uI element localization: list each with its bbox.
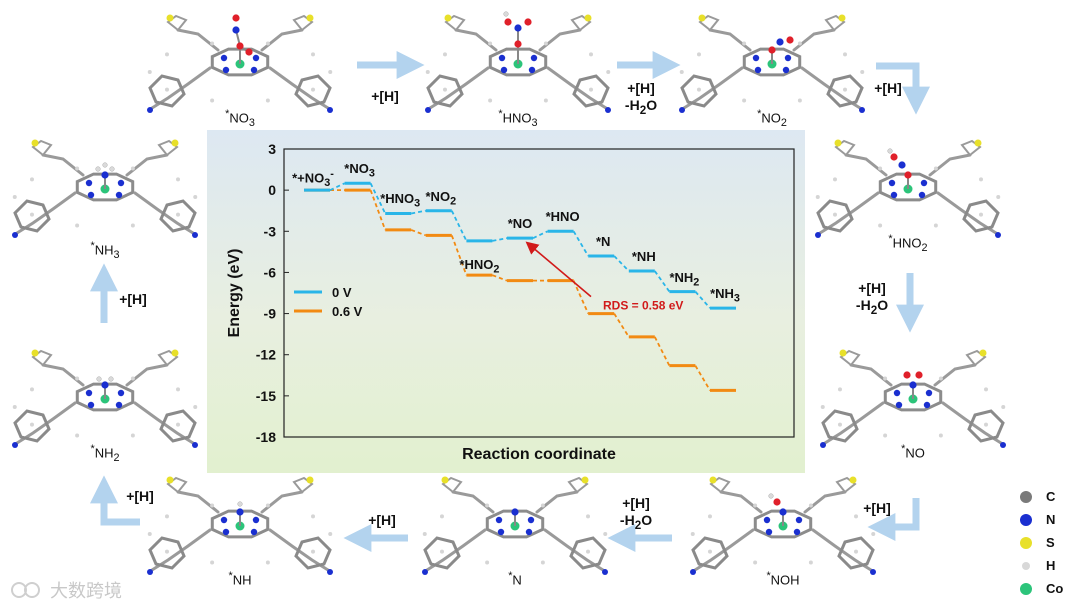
state-label: *NO2 [426,189,457,208]
state-label: *HNO3 [380,191,420,210]
label-hno3: *HNO3 [498,108,538,129]
atom-legend-item: N [1020,512,1055,527]
series-0-6v-connector [369,189,387,231]
atom-legend-label: S [1046,535,1055,550]
chart-legend: 0 V 0.6 V [294,285,363,319]
series-0-6v-connector [613,313,630,338]
step-label-9: +[H] [119,291,147,307]
watermark: 大数跨境 [10,577,122,603]
y-tick-label: -18 [256,429,276,445]
label-n: *N [508,570,522,588]
series-0-6v-connector [492,274,508,282]
atom-co-icon [1020,582,1032,595]
y-tick-label: -12 [256,347,276,363]
series-0-6v-connector [694,365,711,391]
y-tick-label: 3 [268,141,276,157]
step-label-3: +[H] [874,80,902,96]
atom-legend-item: Co [1020,581,1063,596]
series-0v-connector [613,255,630,272]
series-0-6v-connector [450,235,468,276]
arrow-no-noh [867,498,920,541]
molecule-no [820,349,1006,448]
arrow-no2-hno2 [876,62,930,115]
label-nh2: *NH2 [90,443,120,464]
watermark-text: 大数跨境 [50,581,122,601]
atom-h-icon [1022,561,1030,570]
label-nh: *NH [228,570,252,588]
rds-annotation: RDS = 0.58 eV [603,299,683,313]
y-tick-label: -3 [264,223,277,239]
state-label: *NH [632,249,656,264]
molecule-no3 [147,14,333,113]
atom-legend-label: H [1046,558,1056,573]
atom-legend-item: S [1020,535,1055,550]
atom-legend-label: Co [1046,581,1064,596]
series-0-6v-connector [572,280,590,314]
series-0v-connector [532,230,548,239]
series-0v-connector [654,270,671,293]
molecule-hno3 [425,11,611,113]
state-label: *NH3 [710,286,740,305]
label-hno2: *HNO2 [888,233,928,254]
series-0v-connector [369,182,387,214]
plot-frame [283,148,795,438]
series-0v-connector [411,209,426,215]
step-label-2: +[H]-H2O [624,80,658,117]
molecule-hno2 [815,139,1001,238]
series-0v-connector [450,210,468,242]
molecule-noh [690,476,876,575]
label-noh: *NOH [766,570,800,588]
state-label: *NO [508,216,533,231]
label-nh3: *NH3 [90,240,120,261]
step-label-7: +[H] [368,512,396,528]
step-label-1: +[H] [371,88,399,104]
series-0-6v-connector [410,229,427,237]
arrow-nh-nh2 [90,475,140,526]
atom-s-icon [1020,536,1032,549]
step-label-6: +[H]-H2O [619,495,653,532]
series-0v-connector [694,291,711,309]
state-label: *HNO [546,209,580,224]
molecule-nh3 [12,139,198,238]
series-0v-connector [572,230,589,257]
y-axis-title: Energy (eV) [226,249,243,338]
energy-profile-chart: 3 0 -3 -6 -9 -12 -15 -18 Energy (eV) Reaction coo… [226,141,795,463]
series-0-6v-connector [653,336,671,367]
state-label: *HNO2 [459,257,499,276]
molecule-no2 [679,14,865,113]
step-label-4: +[H]-H2O [855,280,889,317]
series-0v-connector [329,182,345,191]
atom-legend-item: H [1020,558,1055,573]
molecule-n [422,476,608,575]
x-axis-title: Reaction coordinate [462,446,616,463]
molecule-nh2 [12,349,198,448]
label-no: *NO [901,443,925,461]
energy-chart-panel: 3 0 -3 -6 -9 -12 -15 -18 Energy (eV) Reaction coo… [207,130,805,473]
y-tick-label: -15 [256,388,276,404]
state-label: *NH2 [669,270,699,289]
atom-legend-item: C [1020,489,1055,504]
state-label: *NO3 [344,161,375,180]
label-no3: *NO3 [225,108,255,129]
watermark-logo-icon [11,582,40,598]
series-0v-connector [492,237,508,242]
state-label: *N [596,234,610,249]
rds-arrow [525,241,592,298]
step-label-8: +[H] [126,488,154,504]
atom-legend-label: C [1046,489,1056,504]
legend-label: 0.6 V [332,304,363,319]
molecule-nh [147,476,333,575]
legend-label: 0 V [332,285,352,300]
y-tick-label: 0 [268,182,276,198]
atom-n-icon [1020,513,1032,526]
y-tick-label: -6 [264,264,277,280]
atom-c-icon [1020,490,1032,503]
label-no2: *NO2 [757,108,787,129]
atom-legend-label: N [1046,512,1056,527]
state-label: *+NO3- [292,168,334,188]
step-label-5: +[H] [863,500,891,516]
y-tick-label: -9 [264,306,277,322]
